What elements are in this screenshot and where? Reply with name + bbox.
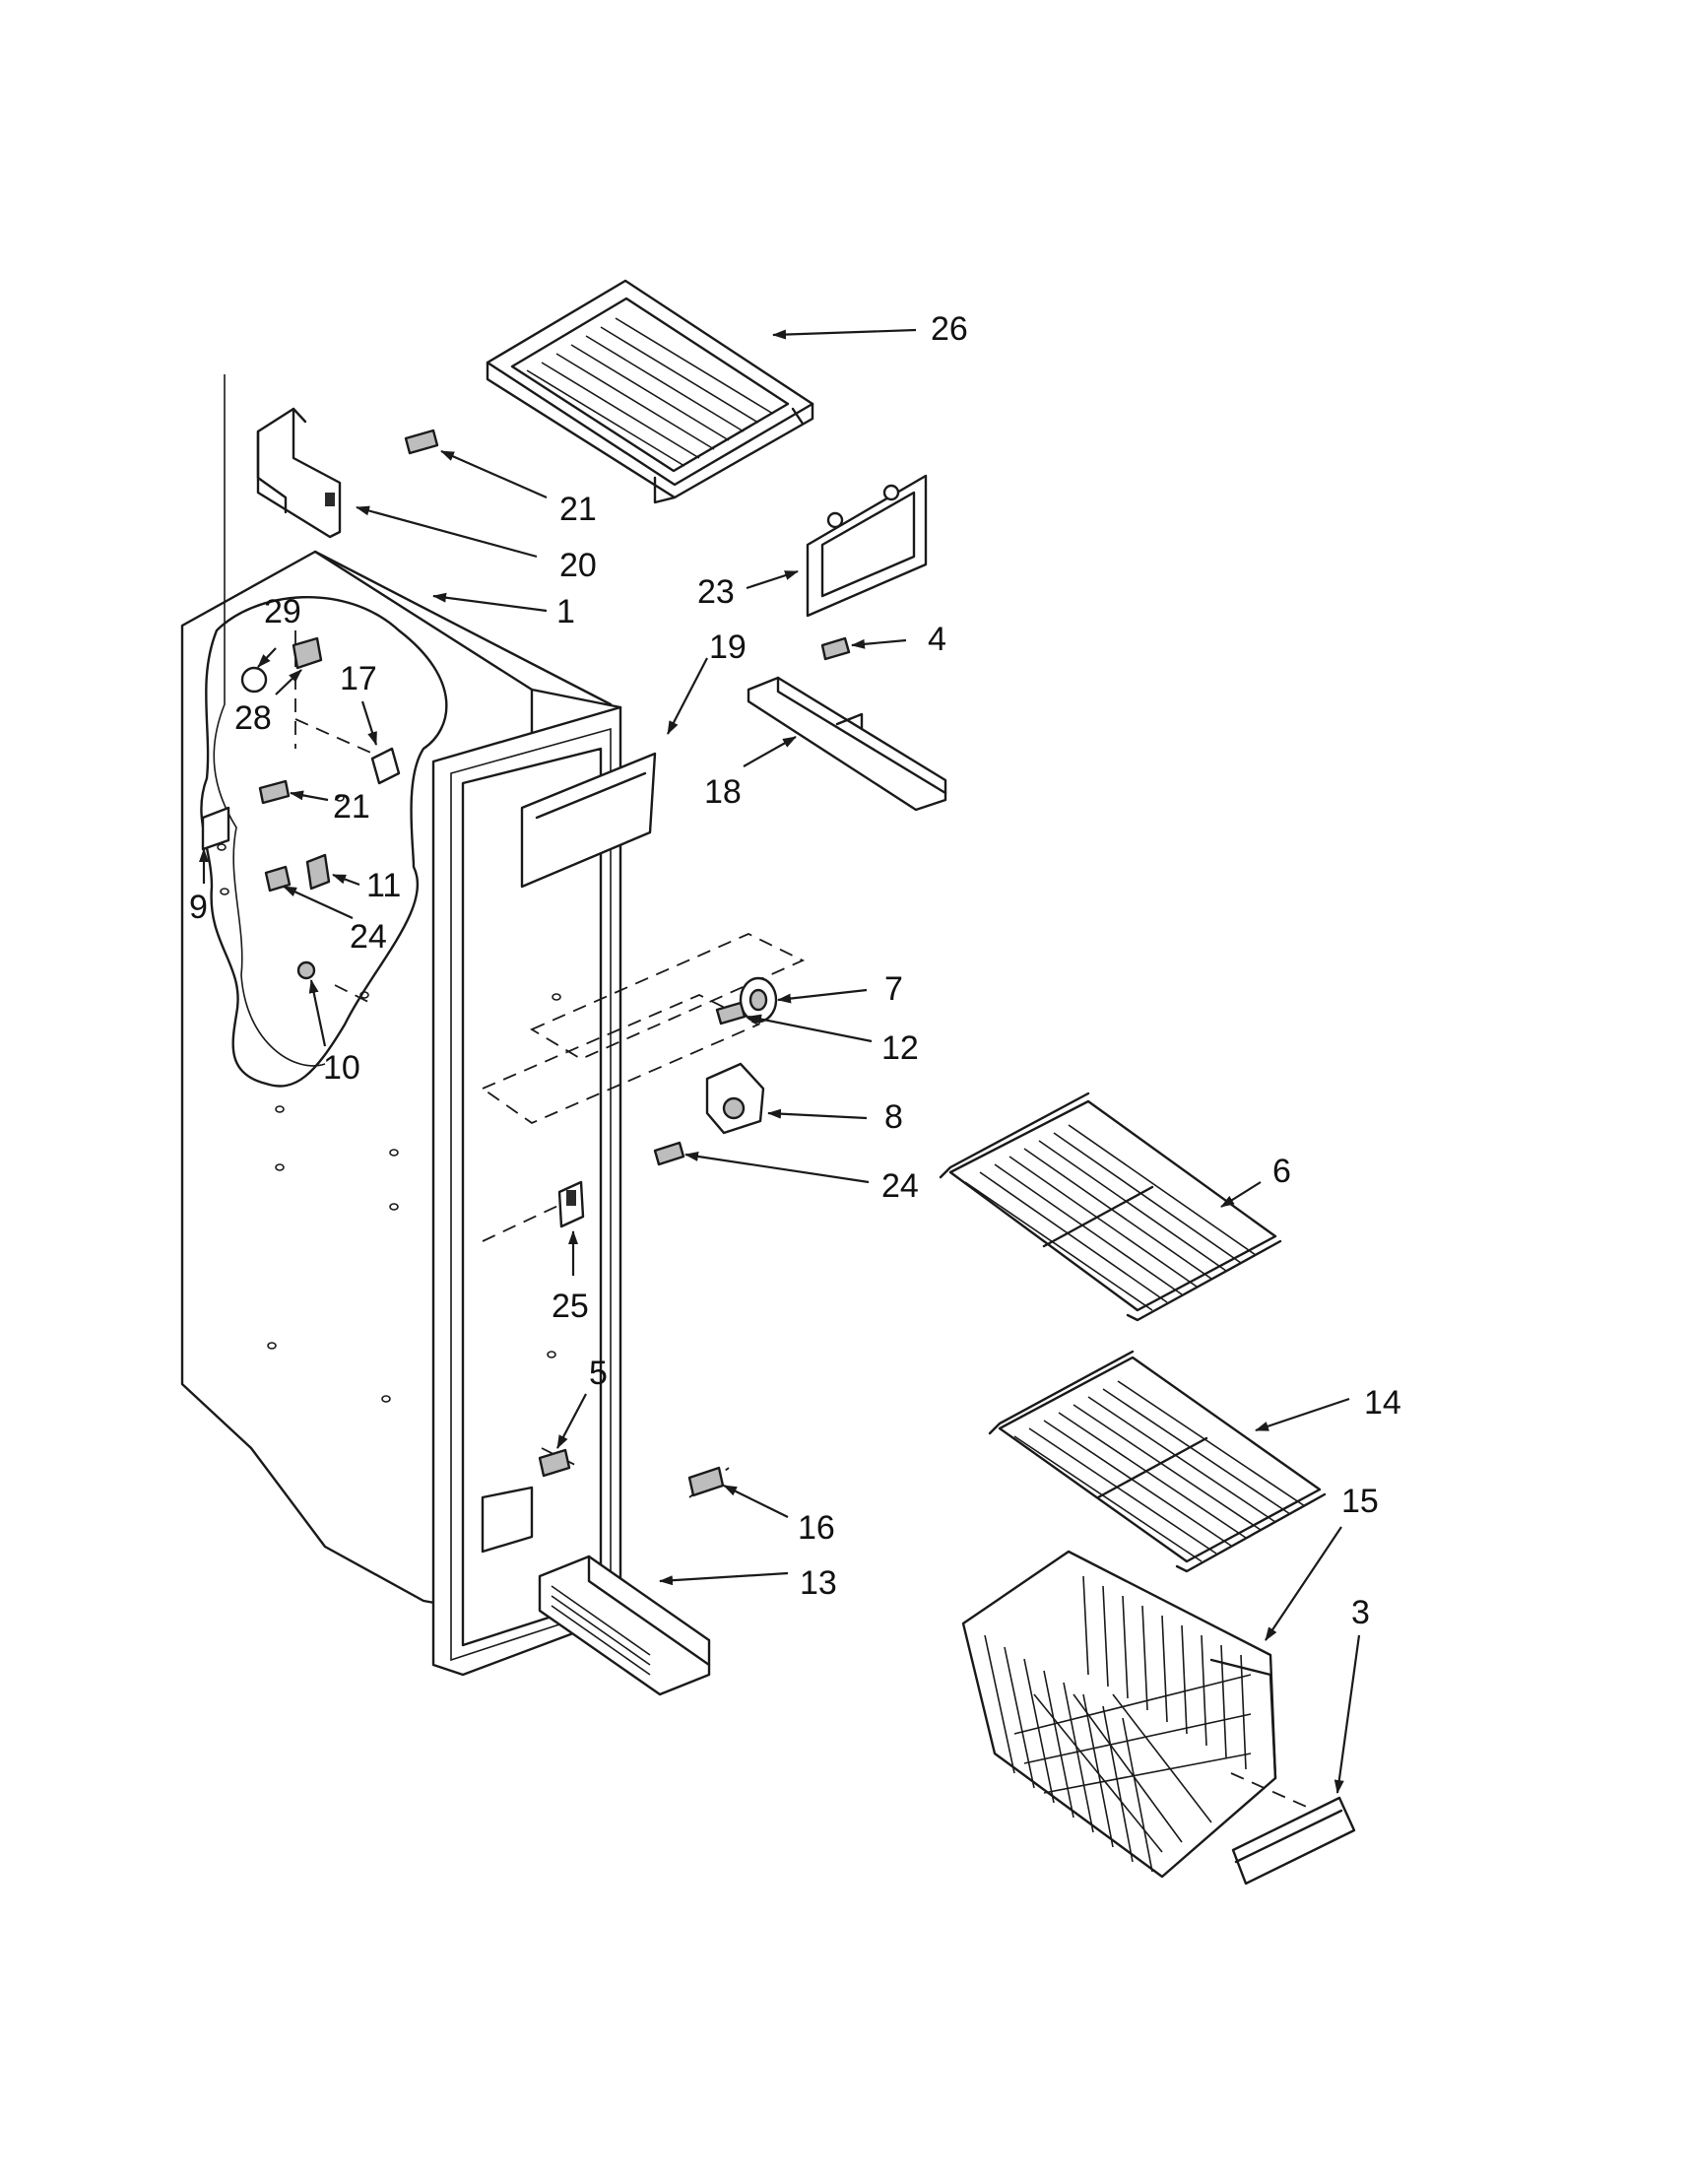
callout-19: 19	[709, 629, 747, 666]
leader-lines	[199, 328, 1361, 1794]
callout-25: 25	[552, 1288, 589, 1325]
basket-trim	[1231, 1796, 1356, 1886]
callout-12: 12	[881, 1029, 919, 1067]
callout-3: 3	[1351, 1594, 1370, 1631]
wire-shelf-upper	[939, 1092, 1282, 1322]
wire-basket	[961, 1550, 1277, 1879]
wire-shelf-lower	[988, 1350, 1327, 1573]
callout-11: 11	[366, 867, 401, 904]
callout-24-left: 24	[350, 918, 387, 956]
callout-28: 28	[234, 699, 272, 737]
callout-21-mid: 21	[333, 788, 370, 826]
callout-16: 16	[798, 1509, 835, 1547]
callout-23: 23	[697, 573, 735, 611]
callout-17: 17	[340, 660, 377, 697]
callout-9: 9	[189, 889, 208, 926]
callout-15: 15	[1341, 1483, 1379, 1520]
callout-26: 26	[931, 310, 968, 348]
small-hardware	[201, 429, 851, 1497]
shelf-rail	[747, 676, 947, 812]
callout-10: 10	[323, 1049, 360, 1087]
callout-29: 29	[264, 593, 301, 630]
callout-14: 14	[1364, 1384, 1401, 1422]
callout-5: 5	[589, 1355, 608, 1392]
trim-strip	[520, 752, 657, 889]
callout-20: 20	[559, 547, 597, 584]
callout-21-top: 21	[559, 491, 597, 528]
vent-grille	[538, 1555, 711, 1696]
top-shelf	[486, 279, 814, 504]
callout-labels: 26 21 20 1 23 4 19 18 29 28 17 21 9 11 2…	[189, 310, 1401, 1631]
callout-6: 6	[1272, 1153, 1291, 1190]
callout-7: 7	[884, 970, 903, 1008]
callout-24-right: 24	[881, 1167, 919, 1205]
callout-18: 18	[704, 773, 742, 811]
callout-4: 4	[928, 621, 946, 658]
callout-1: 1	[556, 593, 575, 630]
light-shield	[806, 474, 928, 618]
callout-8: 8	[884, 1098, 903, 1136]
callout-13: 13	[800, 1564, 837, 1602]
damper-housing	[256, 407, 342, 539]
